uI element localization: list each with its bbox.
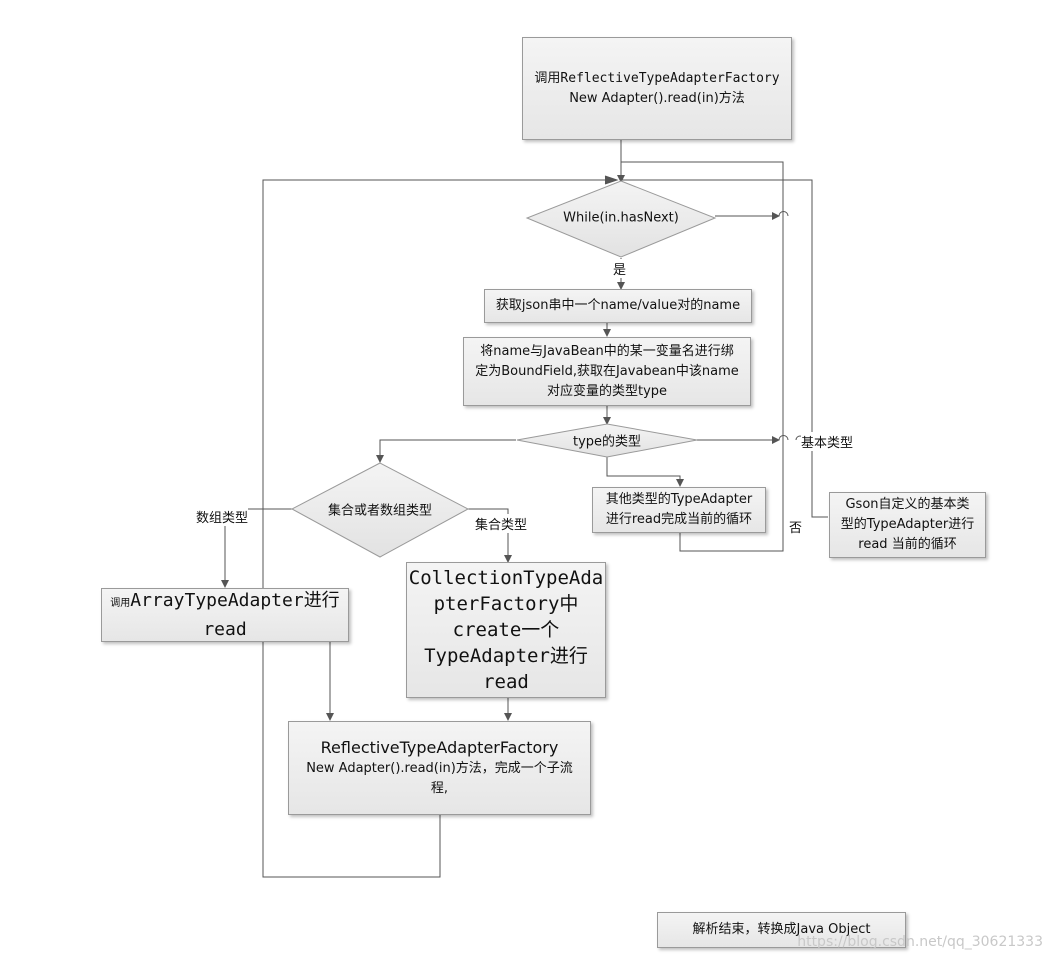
edge-sub-loopback bbox=[262, 179, 612, 878]
sub-line2: New Adapter().read(in)方法，完成一个子流 bbox=[306, 761, 573, 776]
gson-line3: read 当前的循环 bbox=[858, 537, 957, 552]
gson-line2: 型的TypeAdapter进行 bbox=[840, 517, 975, 532]
collection-adapter-box: CollectionTypeAda pterFactory中 create一个 … bbox=[406, 562, 606, 698]
collarray-diamond bbox=[290, 462, 470, 558]
subprocess-box: ReflectiveTypeAdapterFactory New Adapter… bbox=[288, 721, 591, 815]
other-line2: 进行read完成当前的循环 bbox=[605, 512, 753, 527]
start-box: 调用ReflectiveTypeAdapterFactory New Adapt… bbox=[522, 37, 792, 140]
other-adapter-box: 其他类型的TypeAdapter 进行read完成当前的循环 bbox=[592, 487, 766, 533]
edge-collarray-collection bbox=[468, 508, 512, 563]
coll-line1: CollectionTypeAda bbox=[408, 567, 604, 589]
type-label: type的类型 bbox=[572, 434, 642, 450]
coll-line2: pterFactory中 bbox=[433, 593, 579, 615]
label-basic-type: 基本类型 bbox=[801, 432, 854, 451]
end-box: 解析结束，转换成Java Object bbox=[657, 912, 906, 948]
coll-line4: TypeAdapter进行 bbox=[424, 645, 588, 667]
edge-other-loopback bbox=[621, 161, 784, 552]
bind-line2: 定为BoundField,获取在Javabean中该name bbox=[475, 363, 739, 379]
get-name-text: 获取json串中一个name/value对的name bbox=[495, 298, 741, 313]
label-no: 否 bbox=[789, 517, 803, 536]
edge-basic-loopback bbox=[622, 179, 828, 518]
sub-line3: 程, bbox=[430, 781, 449, 796]
other-line1: 其他类型的TypeAdapter bbox=[605, 492, 753, 507]
type-diamond bbox=[516, 423, 698, 458]
start-method: New Adapter().read(in)方法 bbox=[569, 90, 745, 106]
gson-basic-box: Gson自定义的基本类 型的TypeAdapter进行 read 当前的循环 bbox=[829, 492, 986, 558]
label-yes: 是 bbox=[613, 259, 627, 278]
array-prefix: 调用 bbox=[110, 597, 131, 609]
array-adapter-box: 调用ArrayTypeAdapter进行 read bbox=[101, 588, 349, 642]
coll-line5: read bbox=[483, 671, 529, 693]
while-diamond bbox=[525, 180, 717, 258]
sub-line1: ReflectiveTypeAdapterFactory bbox=[320, 738, 559, 757]
bind-box: 将name与JavaBean中的某一变量名进行绑 定为BoundField,获取… bbox=[463, 337, 751, 406]
bind-line3: 对应变量的类型type bbox=[546, 383, 668, 399]
watermark: https://blog.csdn.net/qq_30621333 bbox=[797, 934, 1043, 950]
label-collection-type: 集合类型 bbox=[475, 514, 528, 533]
array-line2: read bbox=[203, 618, 247, 640]
coll-line3: create一个 bbox=[452, 619, 560, 641]
edge-type-to-other bbox=[606, 456, 684, 487]
collarray-label: 集合或者数组类型 bbox=[327, 503, 433, 519]
start-class-name: ReflectiveTypeAdapterFactory bbox=[560, 70, 780, 86]
end-text: 解析结束，转换成Java Object bbox=[692, 922, 871, 937]
edge-type-to-collarray bbox=[376, 439, 516, 463]
get-name-box: 获取json串中一个name/value对的name bbox=[484, 289, 752, 323]
gson-line1: Gson自定义的基本类 bbox=[845, 497, 970, 512]
while-label: While(in.hasNext) bbox=[563, 210, 679, 226]
bind-line1: 将name与JavaBean中的某一变量名进行绑 bbox=[480, 343, 734, 359]
label-array-type: 数组类型 bbox=[196, 507, 249, 526]
start-prefix: 调用 bbox=[534, 70, 561, 86]
array-line1: ArrayTypeAdapter进行 bbox=[130, 589, 340, 611]
